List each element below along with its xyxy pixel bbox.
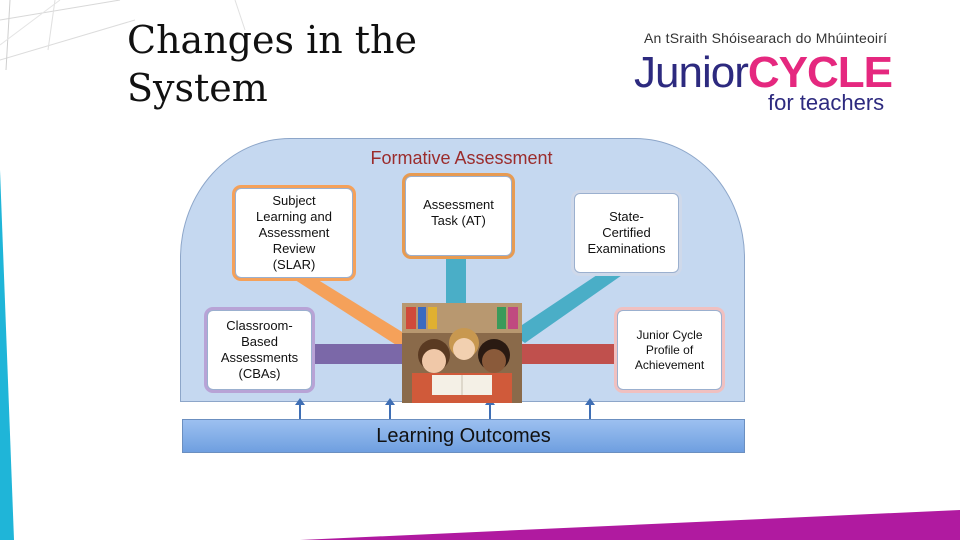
sketch-line [234, 0, 246, 31]
jcpa-line: Profile of [645, 342, 694, 357]
magenta-bottom-stripe [300, 510, 960, 540]
slar-line: Review [272, 241, 316, 256]
sketch-line [0, 19, 136, 61]
sketch-line [0, 0, 121, 21]
state-certified-examinations-box: State- Certified Examinations [574, 193, 679, 273]
assessment-task-box: Assessment Task (AT) [405, 176, 512, 256]
sketch-line [0, 0, 61, 46]
slar-line: Learning and [256, 209, 332, 224]
sce-line: State- [609, 209, 644, 224]
logo-word-junior: Junior [634, 48, 749, 97]
logo-subtitle: An tSraith Shóisearach do Mhúinteoirí [644, 30, 888, 46]
slar-box: Subject Learning and Assessment Review (… [235, 188, 353, 278]
cba-line: (CBAs) [238, 366, 281, 381]
logo-word-cycle: CYCLE [747, 48, 893, 97]
sketch-line [47, 0, 56, 51]
cba-line: Based [241, 334, 278, 349]
junior-cycle-logo: An tSraith Shóisearach do Mhúinteoirí Ju… [630, 30, 920, 120]
sketch-line [5, 0, 11, 71]
jcpa-connector [522, 344, 618, 364]
at-line: Assessment [423, 197, 494, 212]
students-reading-photo [402, 303, 522, 403]
at-line: Task (AT) [431, 213, 486, 228]
assessment-diagram: Formative Assessment Subject Learning an… [180, 138, 745, 453]
learning-outcomes-bar: Learning Outcomes [182, 419, 745, 453]
cyan-edge-stripe [0, 170, 14, 540]
jcpa-line: Achievement [634, 357, 705, 372]
slar-line: (SLAR) [272, 257, 316, 272]
sce-line: Certified [602, 225, 651, 240]
outcome-arrows [295, 398, 595, 419]
sce-line: Examinations [587, 241, 666, 256]
cba-line: Classroom- [226, 318, 293, 333]
cba-line: Assessments [220, 350, 299, 365]
slar-line: Assessment [258, 225, 330, 240]
sce-connector [510, 273, 625, 343]
jcpa-line: Junior Cycle [636, 327, 703, 342]
slide-title: Changes in the System [127, 18, 418, 110]
slar-line: Subject [272, 193, 316, 208]
at-connector [446, 256, 466, 306]
cba-connector [312, 344, 404, 364]
logo-wordmark: JuniorCYCLE [634, 48, 893, 98]
formative-assessment-heading: Formative Assessment [370, 148, 553, 168]
junior-cycle-profile-box: Junior Cycle Profile of Achievement [617, 310, 722, 390]
classroom-based-assessments-box: Classroom- Based Assessments (CBAs) [207, 310, 312, 390]
logo-tagline: for teachers [768, 90, 885, 115]
slar-connector [292, 278, 412, 350]
diagram-connectors [292, 256, 625, 419]
